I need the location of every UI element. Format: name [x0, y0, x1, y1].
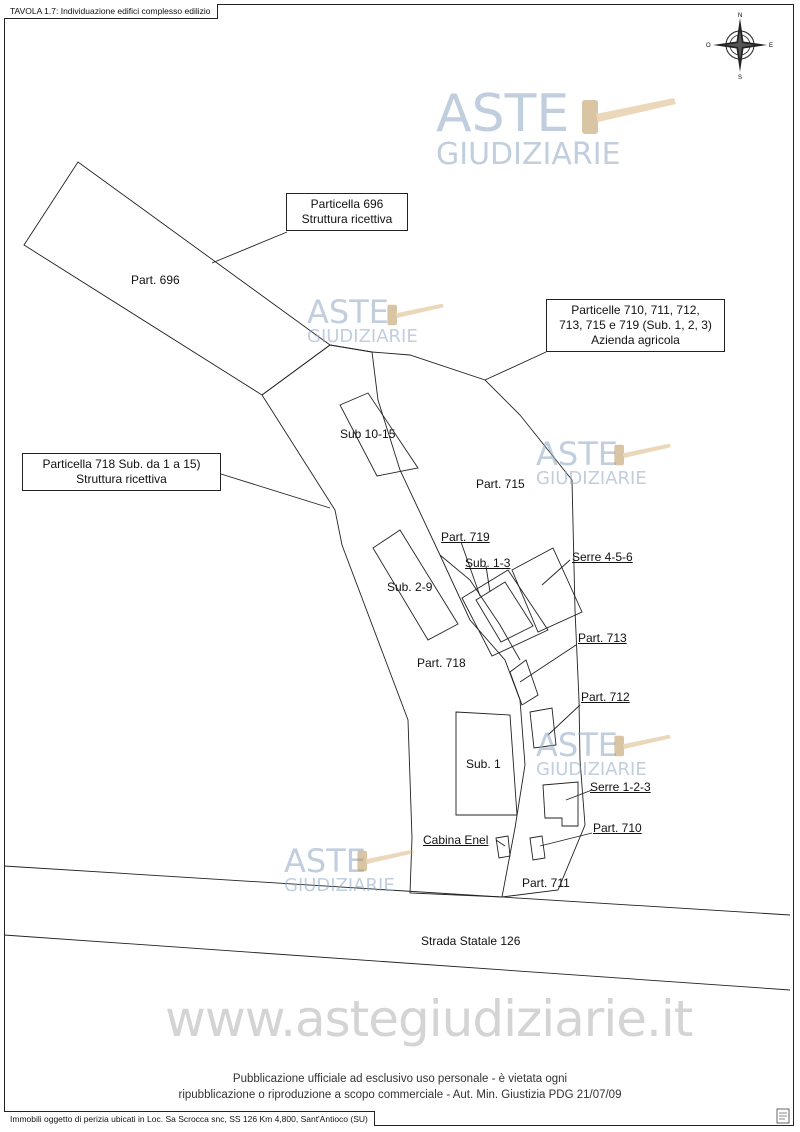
gavel-icon	[614, 734, 671, 757]
watermark-logo: ASTE GIUDIZIARIE	[536, 729, 647, 779]
callout-line: Azienda agricola	[591, 333, 680, 347]
watermark-giudiziarie: GIUDIZIARIE	[307, 326, 418, 347]
label-part-715: Part. 715	[476, 477, 525, 491]
map-frame	[4, 4, 794, 1126]
watermark-giudiziarie: GIUDIZIARIE	[536, 468, 647, 489]
watermark-aste: ASTE	[536, 726, 618, 764]
building-sub-1	[455, 711, 518, 816]
label-sub-1: Sub. 1	[466, 757, 501, 771]
sheet-title: TAVOLA 1.7: Individuazione edifici compl…	[4, 4, 218, 19]
callout-particella-696: Particella 696 Struttura ricettiva	[286, 193, 408, 231]
parcel-718	[261, 344, 526, 898]
parcel-boundary	[261, 344, 373, 396]
callout-particelle-710: Particelle 710, 711, 712, 713, 715 e 719…	[546, 299, 725, 352]
notice-line: Pubblicazione ufficiale ad esclusivo uso…	[232, 1073, 568, 1085]
label-sub-1-3: Sub. 1-3	[465, 556, 511, 570]
parcel-712	[529, 707, 557, 749]
gavel-icon	[387, 303, 444, 326]
callout-particella-718: Particella 718 Sub. da 1 a 15) Struttura…	[22, 453, 221, 491]
watermark-giudiziarie: GIUDIZIARIE	[536, 759, 647, 780]
watermark-giudiziarie: GIUDIZIARIE	[284, 875, 395, 896]
callout-line: Particella 718 Sub. da 1 a 15)	[42, 457, 201, 471]
parcel-715	[371, 351, 586, 898]
building-sub-1-3	[461, 569, 549, 657]
greenhouse-4-5-6	[511, 547, 583, 633]
watermark-giudiziarie: GIUDIZIARIE	[436, 137, 621, 172]
building-sub-1-3-inner	[475, 581, 534, 643]
greenhouse-1-2-3	[542, 781, 579, 827]
label-strada-statale-126: Strada Statale 126	[421, 934, 521, 948]
road-edge-south	[3, 934, 791, 991]
building-sub-10-15	[339, 392, 419, 477]
building-sub-2-9	[372, 529, 459, 641]
callout-line: 713, 715 e 719 (Sub. 1, 2, 3)	[559, 318, 712, 332]
compass-west: O	[706, 43, 711, 49]
callout-line: Struttura ricettiva	[76, 472, 167, 486]
notice-line: ripubblicazione o riproduzione a scopo c…	[178, 1089, 622, 1101]
watermark-aste: ASTE	[307, 293, 389, 331]
publication-notice: Pubblicazione ufficiale ad esclusivo uso…	[150, 1071, 650, 1103]
parcel-713	[509, 659, 539, 706]
gavel-icon	[582, 98, 676, 134]
site-watermark: www.astegiudiziarie.it	[165, 990, 693, 1048]
watermark-aste: ASTE	[284, 842, 366, 880]
compass-rose-icon: N S E O	[706, 13, 773, 80]
label-part-711: Part. 711	[522, 876, 570, 890]
parcel-710	[529, 835, 546, 861]
label-serre-4-5-6: Serre 4-5-6	[572, 550, 633, 564]
watermark-logo: ASTE GIUDIZIARIE	[436, 88, 621, 170]
label-part-710: Part. 710	[593, 821, 642, 835]
label-part-719: Part. 719	[441, 530, 490, 544]
label-part-712: Part. 712	[581, 690, 630, 704]
gavel-icon	[357, 849, 414, 872]
label-part-696: Part. 696	[131, 273, 180, 287]
label-cabina-enel: Cabina Enel	[423, 833, 489, 847]
compass-east: E	[769, 43, 773, 49]
callout-line: Particella 696	[310, 197, 384, 211]
compass-north: N	[738, 13, 742, 19]
label-part-713: Part. 713	[578, 631, 627, 645]
label-sub-2-9: Sub. 2-9	[387, 580, 433, 594]
label-sub-10-15: Sub 10-15	[340, 427, 396, 441]
compass-south: S	[738, 75, 742, 80]
road-edge-north	[3, 865, 791, 916]
watermark-logo: ASTE GIUDIZIARIE	[284, 845, 395, 895]
watermark-aste: ASTE	[436, 84, 570, 144]
label-part-718: Part. 718	[417, 656, 466, 670]
watermark-aste: ASTE	[536, 435, 618, 473]
label-serre-1-2-3: Serre 1-2-3	[590, 780, 651, 794]
watermark-logo: ASTE GIUDIZIARIE	[307, 296, 418, 346]
footer-caption: Immobili oggetto di perizia ubicati in L…	[4, 1111, 375, 1126]
gavel-icon	[614, 443, 671, 466]
callout-line: Particelle 710, 711, 712,	[571, 303, 700, 317]
parcel-boundary	[439, 554, 521, 661]
cabina-enel-box	[495, 835, 511, 859]
signature-seal-icon	[776, 1108, 790, 1124]
callout-line: Struttura ricettiva	[301, 212, 393, 226]
watermark-logo: ASTE GIUDIZIARIE	[536, 438, 647, 488]
